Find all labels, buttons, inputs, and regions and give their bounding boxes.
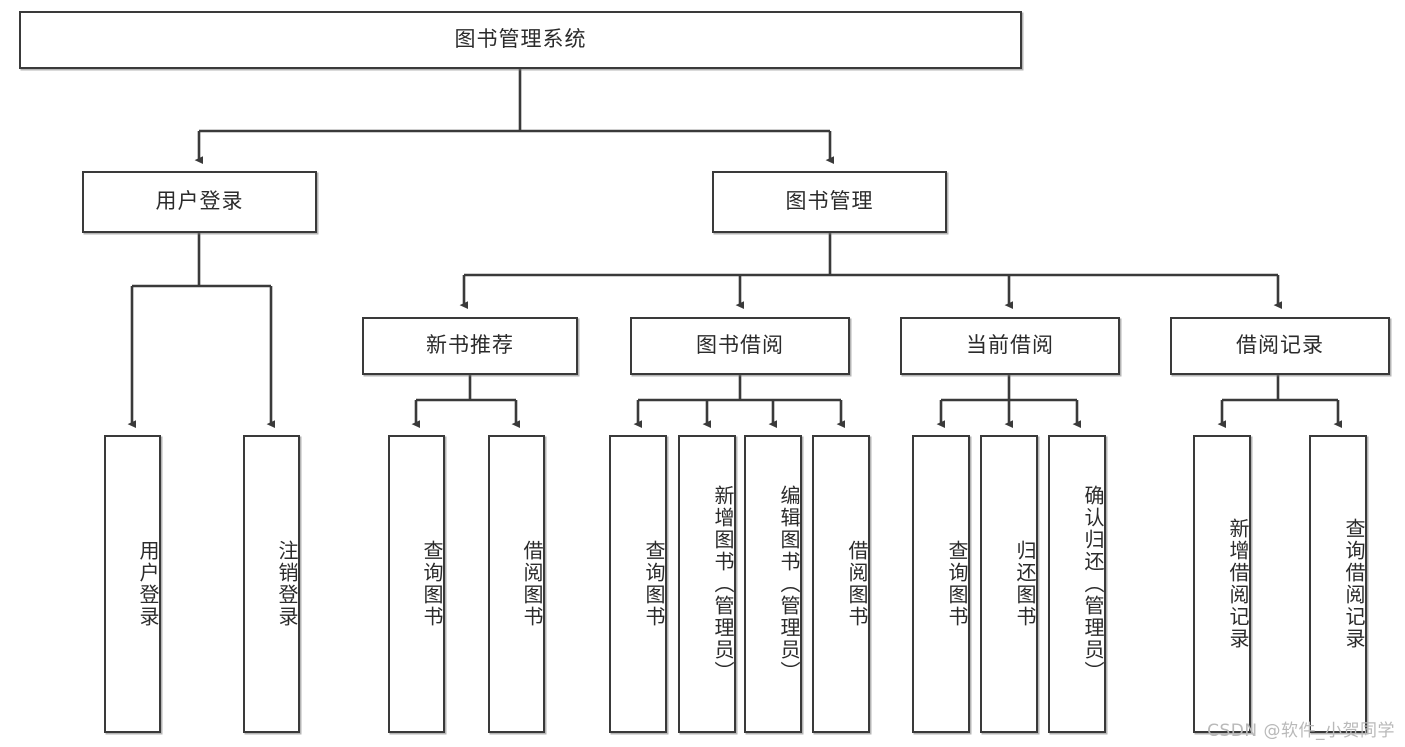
node-root-system[interactable]: 图书管理系统 <box>19 11 1022 69</box>
leaf-records-query-record-label: 查询借阅记录 <box>1342 518 1366 650</box>
leaf-borrow-borrow-book-label: 借阅图书 <box>845 540 869 628</box>
node-root-system-label: 图书管理系统 <box>454 27 587 52</box>
node-borrow-records[interactable]: 借阅记录 <box>1170 317 1390 375</box>
leaf-current-query-book-label: 查询图书 <box>945 540 969 628</box>
leaf-new-book-borrow[interactable]: 借阅图书 <box>488 435 545 733</box>
leaf-current-return-book-label: 归还图书 <box>1013 540 1037 628</box>
leaf-new-book-query-label: 查询图书 <box>420 540 444 628</box>
leaf-current-query-book[interactable]: 查询图书 <box>912 435 970 733</box>
leaf-borrow-query-book[interactable]: 查询图书 <box>609 435 667 733</box>
leaf-current-confirm-return-admin-label: 确认归还（管理员） <box>1081 485 1105 683</box>
leaf-records-add-record[interactable]: 新增借阅记录 <box>1193 435 1251 733</box>
node-new-book-recommend[interactable]: 新书推荐 <box>362 317 578 375</box>
leaf-records-add-record-label: 新增借阅记录 <box>1226 518 1250 650</box>
leaf-user-login-signout-label: 注销登录 <box>275 540 299 628</box>
node-book-borrow-label: 图书借阅 <box>696 333 784 358</box>
node-borrow-records-label: 借阅记录 <box>1236 333 1324 358</box>
leaf-borrow-borrow-book[interactable]: 借阅图书 <box>812 435 870 733</box>
node-new-book-recommend-label: 新书推荐 <box>426 333 514 358</box>
leaf-current-return-book[interactable]: 归还图书 <box>980 435 1038 733</box>
node-current-borrow-label: 当前借阅 <box>966 333 1054 358</box>
leaf-borrow-add-book-admin-label: 新增图书（管理员） <box>711 485 735 683</box>
leaf-borrow-edit-book-admin-label: 编辑图书（管理员） <box>777 485 801 683</box>
leaf-user-login-signout[interactable]: 注销登录 <box>243 435 300 733</box>
leaf-user-login-signin[interactable]: 用户登录 <box>104 435 161 733</box>
node-user-login-label: 用户登录 <box>155 189 244 214</box>
leaf-borrow-edit-book-admin[interactable]: 编辑图书（管理员） <box>744 435 802 733</box>
leaf-borrow-query-book-label: 查询图书 <box>642 540 666 628</box>
node-book-management[interactable]: 图书管理 <box>712 171 947 233</box>
leaf-records-query-record[interactable]: 查询借阅记录 <box>1309 435 1367 733</box>
node-user-login[interactable]: 用户登录 <box>82 171 317 233</box>
leaf-current-confirm-return-admin[interactable]: 确认归还（管理员） <box>1048 435 1106 733</box>
leaf-user-login-signin-label: 用户登录 <box>136 540 160 628</box>
leaf-new-book-borrow-label: 借阅图书 <box>520 540 544 628</box>
node-book-management-label: 图书管理 <box>785 189 874 214</box>
node-current-borrow[interactable]: 当前借阅 <box>900 317 1120 375</box>
watermark: CSDN @软件_小贺同学 <box>1207 721 1395 741</box>
leaf-borrow-add-book-admin[interactable]: 新增图书（管理员） <box>678 435 736 733</box>
node-book-borrow[interactable]: 图书借阅 <box>630 317 850 375</box>
leaf-new-book-query[interactable]: 查询图书 <box>388 435 445 733</box>
